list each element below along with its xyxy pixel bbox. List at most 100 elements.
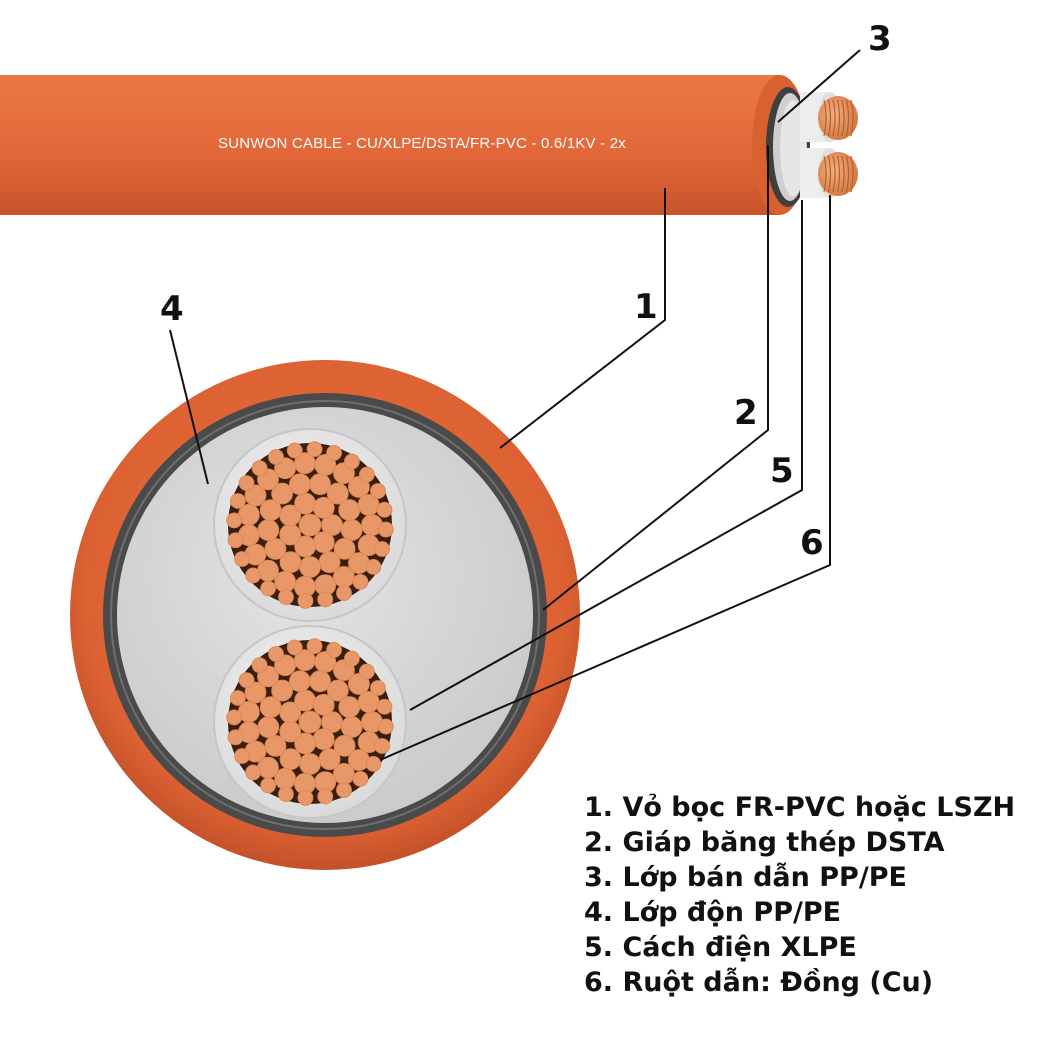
copper-strand bbox=[260, 777, 277, 794]
copper-strand bbox=[312, 728, 335, 751]
cable-print-text: SUNWON CABLE - CU/XLPE/DSTA/FR-PVC - 0.6… bbox=[218, 135, 626, 152]
copper-strand bbox=[234, 748, 250, 764]
copper-strand bbox=[306, 441, 323, 458]
end-strand-line bbox=[823, 155, 827, 193]
copper-strand bbox=[358, 663, 375, 680]
copper-strand bbox=[333, 537, 356, 560]
end-strand-line bbox=[836, 155, 841, 193]
copper-strand bbox=[340, 519, 363, 541]
copper-strand bbox=[259, 499, 282, 522]
copper-strand bbox=[377, 521, 394, 538]
copper-strand bbox=[340, 716, 363, 738]
copper-strand bbox=[271, 679, 294, 702]
callout-5: 5 bbox=[770, 451, 794, 491]
end-strand-line bbox=[841, 155, 845, 193]
end-strand-line bbox=[832, 99, 836, 137]
callout-4: 4 bbox=[160, 289, 184, 329]
copper-strand bbox=[312, 531, 335, 554]
end-strand-line bbox=[850, 155, 854, 193]
callout-6: 6 bbox=[800, 523, 824, 563]
copper-strand bbox=[238, 475, 255, 492]
end-strand-line bbox=[827, 99, 832, 137]
copper-strand bbox=[374, 738, 390, 754]
copper-strand bbox=[298, 710, 322, 734]
copper-strand bbox=[336, 585, 352, 601]
leader-line-6 bbox=[379, 195, 831, 761]
leader-line-3 bbox=[777, 49, 861, 123]
copper-strand bbox=[317, 591, 334, 608]
outer-sheath-body bbox=[0, 75, 780, 215]
copper-strand bbox=[370, 483, 386, 499]
legend-item-2: 2. Giáp băng thép DSTA bbox=[584, 827, 945, 858]
end-strand-line bbox=[841, 99, 845, 137]
copper-strand bbox=[365, 755, 382, 772]
copper-strand bbox=[226, 709, 243, 726]
copper-strand bbox=[326, 679, 349, 702]
copper-strand bbox=[336, 782, 352, 798]
legend-item-1: 1. Vỏ bọc FR-PVC hoặc LSZH bbox=[584, 792, 1016, 823]
copper-strand bbox=[298, 513, 322, 537]
leader-line-1 bbox=[499, 188, 666, 449]
copper-strand bbox=[268, 449, 284, 465]
leader-line-4 bbox=[169, 329, 209, 485]
legend-item-6: 6. Ruột dẫn: Đồng (Cu) bbox=[584, 967, 934, 998]
copper-strand bbox=[226, 512, 243, 529]
conductor-core-bottom bbox=[226, 638, 394, 806]
legend-item-3: 3. Lớp bán dẫn PP/PE bbox=[584, 862, 907, 893]
copper-strand bbox=[333, 566, 355, 588]
copper-strand bbox=[352, 573, 369, 590]
copper-strand bbox=[374, 541, 390, 557]
cable-side-view: SUNWON CABLE - CU/XLPE/DSTA/FR-PVC - 0.6… bbox=[0, 75, 858, 215]
copper-strand bbox=[312, 693, 335, 716]
armour-highlight bbox=[110, 400, 540, 830]
callout-3: 3 bbox=[868, 19, 892, 59]
copper-strand bbox=[333, 734, 356, 757]
copper-strand bbox=[227, 729, 244, 746]
copper-strand bbox=[294, 535, 317, 558]
copper-strand bbox=[358, 466, 375, 483]
copper-strand bbox=[343, 650, 360, 667]
copper-strand bbox=[338, 696, 361, 718]
copper-strand bbox=[297, 592, 314, 609]
copper-strand bbox=[343, 453, 360, 470]
copper-strand bbox=[260, 580, 277, 597]
copper-strand bbox=[326, 482, 349, 505]
legend-item-5: 5. Cách điện XLPE bbox=[584, 932, 857, 963]
copper-strand bbox=[299, 753, 321, 775]
legend-item-4: 4. Lớp độn PP/PE bbox=[584, 897, 842, 928]
copper-strand bbox=[278, 589, 294, 605]
copper-strand bbox=[286, 442, 303, 459]
copper-strand bbox=[294, 492, 317, 515]
copper-strand bbox=[376, 698, 393, 715]
copper-strand bbox=[294, 732, 317, 755]
copper-strand bbox=[271, 482, 294, 505]
end-strand-line bbox=[845, 155, 850, 193]
cable-cross-section bbox=[70, 360, 580, 870]
end-strand-line bbox=[823, 99, 827, 137]
copper-strand bbox=[317, 788, 334, 805]
copper-strand bbox=[312, 496, 335, 519]
copper-strand bbox=[352, 770, 369, 787]
copper-strand bbox=[294, 689, 317, 712]
copper-strand bbox=[299, 556, 321, 578]
copper-strand bbox=[244, 681, 267, 704]
end-strand-line bbox=[845, 99, 850, 137]
copper-strand bbox=[245, 764, 262, 781]
end-strand-line bbox=[836, 99, 841, 137]
copper-strand bbox=[227, 532, 244, 549]
copper-strand bbox=[251, 460, 268, 477]
copper-strand bbox=[370, 680, 386, 696]
copper-strand bbox=[377, 718, 394, 735]
copper-strand bbox=[230, 690, 246, 706]
copper-strand bbox=[376, 501, 393, 518]
copper-strand bbox=[278, 786, 294, 802]
copper-strand bbox=[297, 789, 314, 806]
copper-strand bbox=[306, 638, 323, 655]
copper-strand bbox=[251, 657, 268, 674]
copper-strand bbox=[238, 672, 255, 689]
copper-strand bbox=[326, 445, 342, 461]
copper-strand bbox=[259, 696, 282, 719]
copper-strand bbox=[289, 473, 311, 496]
